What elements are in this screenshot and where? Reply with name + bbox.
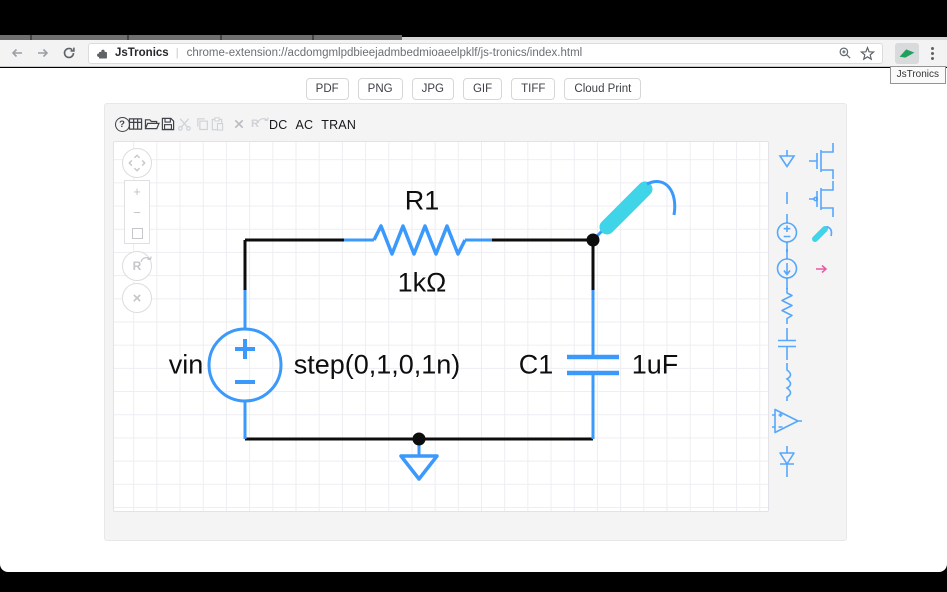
rotate-control[interactable] bbox=[122, 251, 152, 281]
palette-voltage-source-icon[interactable] bbox=[776, 214, 798, 252]
jpg-button[interactable]: JPG bbox=[411, 78, 454, 100]
copy-icon[interactable] bbox=[193, 115, 211, 133]
app-panel: DC AC TRAN bbox=[104, 103, 847, 541]
palette-nmos-icon[interactable] bbox=[809, 143, 835, 179]
extension-tooltip: JsTronics bbox=[889, 66, 946, 84]
resistor-name-label[interactable]: R1 bbox=[404, 185, 440, 216]
capacitor-symbol[interactable] bbox=[567, 290, 619, 439]
cut-icon[interactable] bbox=[175, 115, 193, 133]
pan-arrows-icon bbox=[128, 154, 146, 172]
palette-pmos-icon[interactable] bbox=[809, 181, 835, 217]
junction-dots bbox=[412, 233, 600, 446]
delete-control[interactable]: × bbox=[122, 283, 152, 313]
bookmark-star-icon[interactable] bbox=[860, 45, 875, 61]
jstronics-leaf-icon bbox=[899, 48, 915, 58]
palette-ground-icon[interactable] bbox=[778, 149, 796, 169]
voltage-source-symbol[interactable] bbox=[207, 290, 283, 439]
mode-tran[interactable]: TRAN bbox=[321, 118, 357, 132]
url-address: chrome-extension://acdomgmlpdbieejadmbed… bbox=[186, 47, 583, 59]
export-bar: PDF PNG JPG GIF TIFF Cloud Print bbox=[0, 78, 947, 100]
back-icon[interactable] bbox=[6, 42, 28, 64]
tab-strip-inactive bbox=[402, 37, 947, 40]
zoom-control: + − bbox=[124, 180, 150, 244]
palette-inductor-icon[interactable] bbox=[780, 363, 794, 401]
pdf-button[interactable]: PDF bbox=[305, 78, 349, 100]
palette-capacitor-icon[interactable] bbox=[777, 328, 797, 360]
tiff-button[interactable]: TIFF bbox=[511, 78, 556, 100]
capacitor-value-label[interactable]: 1uF bbox=[631, 349, 679, 380]
analysis-modes: DC AC TRAN bbox=[269, 118, 356, 132]
palette-opamp-icon[interactable] bbox=[772, 408, 802, 434]
paste-icon[interactable] bbox=[208, 115, 226, 133]
browser-toolbar: JsTronics | chrome-extension://acdomgmlp… bbox=[0, 40, 947, 67]
source-value-label[interactable]: step(0,1,0,1n) bbox=[293, 349, 461, 380]
save-icon[interactable] bbox=[159, 115, 177, 133]
palette-resistor-icon[interactable] bbox=[780, 288, 794, 324]
netlist-table-icon[interactable] bbox=[126, 115, 144, 133]
circuit-drawing bbox=[207, 180, 677, 481]
tab-strip[interactable] bbox=[0, 35, 402, 40]
mode-ac[interactable]: AC bbox=[295, 118, 314, 132]
resistor-symbol[interactable] bbox=[344, 224, 492, 256]
delete-icon[interactable] bbox=[230, 115, 248, 133]
palette-wire-icon[interactable] bbox=[784, 191, 790, 205]
extension-puzzle-icon bbox=[96, 47, 109, 60]
pan-control[interactable] bbox=[122, 148, 152, 178]
page: PDF PNG JPG GIF TIFF Cloud Print bbox=[0, 68, 947, 572]
schematic-canvas[interactable]: R1 1kΩ vin step(0,1,0,1n) C1 1uF + − bbox=[113, 141, 769, 512]
gif-button[interactable]: GIF bbox=[462, 78, 503, 100]
probe[interactable] bbox=[593, 180, 677, 240]
source-name-label[interactable]: vin bbox=[168, 349, 204, 380]
cloud-print-button[interactable]: Cloud Print bbox=[564, 78, 642, 100]
reload-icon[interactable] bbox=[58, 42, 80, 64]
browser-menu-icon[interactable] bbox=[923, 42, 941, 64]
open-file-icon[interactable] bbox=[143, 115, 161, 133]
mode-dc[interactable]: DC bbox=[269, 118, 288, 132]
url-separator: | bbox=[175, 47, 179, 59]
window-top-bar bbox=[0, 0, 947, 40]
zoom-fit-button[interactable] bbox=[131, 227, 143, 239]
capacitor-name-label[interactable]: C1 bbox=[518, 349, 554, 380]
url-bar[interactable]: JsTronics | chrome-extension://acdomgmlp… bbox=[88, 42, 883, 64]
resistor-value-label[interactable]: 1kΩ bbox=[397, 267, 447, 298]
rotate-icon[interactable] bbox=[246, 115, 269, 133]
forward-icon[interactable] bbox=[32, 42, 54, 64]
zoom-out-button[interactable]: − bbox=[133, 205, 141, 221]
palette-current-probe-icon[interactable] bbox=[815, 264, 829, 274]
site-name: JsTronics bbox=[115, 47, 169, 59]
palette-diode-icon[interactable] bbox=[778, 446, 796, 478]
wires[interactable] bbox=[243, 238, 595, 441]
palette-probe-icon[interactable] bbox=[809, 222, 835, 244]
jstronics-extension-button[interactable] bbox=[895, 42, 919, 64]
palette-current-source-icon[interactable] bbox=[776, 249, 798, 289]
png-button[interactable]: PNG bbox=[357, 78, 403, 100]
zoom-page-icon[interactable] bbox=[838, 46, 852, 60]
zoom-in-button[interactable]: + bbox=[133, 184, 141, 200]
